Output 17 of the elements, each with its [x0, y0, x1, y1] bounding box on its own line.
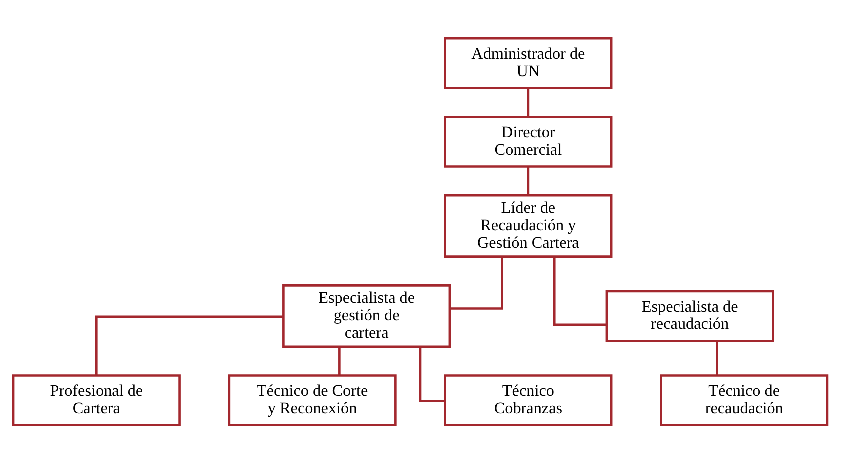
connector	[96, 315, 284, 375]
connector	[338, 346, 341, 376]
node-box: Técnico Cobranzas	[444, 374, 613, 426]
node-box: Especialista de gestión de cartera	[282, 284, 452, 348]
connector	[450, 256, 504, 310]
node-box: Técnico de Corte y Reconexión	[228, 374, 397, 426]
node-box: Especialista de recaudación	[606, 290, 774, 342]
node-box: Administrador de UN	[444, 36, 613, 89]
connector	[527, 166, 530, 196]
connector	[553, 256, 607, 326]
connector	[527, 88, 530, 116]
node-box: Técnico de recaudación	[660, 374, 829, 426]
node-box: Líder de Recaudación y Gestión Cartera	[444, 194, 613, 258]
node-box: Director Comercial	[444, 115, 613, 168]
connector	[716, 340, 718, 376]
node-box: Profesional de Cartera	[12, 374, 181, 426]
connector	[419, 346, 445, 402]
